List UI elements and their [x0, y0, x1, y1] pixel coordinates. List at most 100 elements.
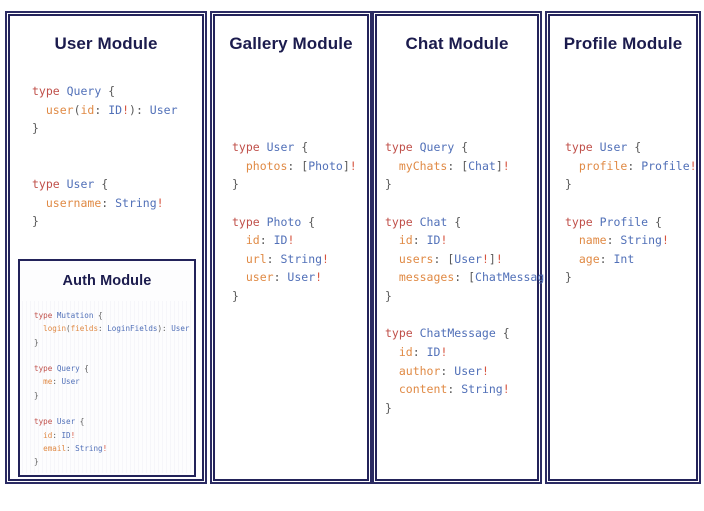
code-token: type: [385, 140, 420, 154]
code-token: [385, 233, 399, 247]
code-line: type Query {: [32, 82, 178, 101]
code-line: author: User!: [385, 362, 565, 381]
code-token: }: [565, 270, 572, 285]
code-line: [34, 349, 190, 362]
code-line: id: ID!: [34, 429, 190, 442]
code-token: :: [259, 233, 274, 248]
code-line: type Query {: [34, 362, 190, 375]
code-token: type: [34, 364, 57, 374]
code-token: id: [43, 430, 53, 440]
code-token: Chat: [468, 158, 496, 173]
code-token: ID: [61, 430, 71, 440]
code-line: }: [32, 119, 178, 138]
code-line: name: String!: [565, 231, 697, 250]
code-token: age: [578, 251, 600, 266]
code-token: login: [43, 324, 67, 334]
code-line: type Photo {: [232, 213, 357, 232]
panel-chat-module[interactable]: Chat Module type Query { myChats: [Chat]…: [375, 14, 565, 481]
code-token: [32, 103, 46, 117]
code-block-gallery-module: type User { photos: [Photo]!} type Photo…: [232, 138, 357, 306]
code-token: id: [398, 344, 413, 359]
code-line: id: ID!: [385, 231, 565, 250]
code-token: String: [115, 195, 157, 210]
code-token: !: [440, 233, 448, 248]
code-token: User: [266, 140, 295, 154]
panel-profile-module[interactable]: Profile Module type User { profile: Prof…: [548, 14, 698, 481]
code-token: type: [232, 214, 267, 229]
code-line: [34, 402, 190, 415]
code-token: !: [102, 443, 108, 453]
code-token: User: [56, 417, 76, 427]
code-token: [385, 382, 399, 396]
panel-title-chat-module: Chat Module: [405, 34, 509, 53]
code-token: [232, 233, 246, 247]
code-block-chat-module: type Query { myChats: [Chat]!} type Chat…: [385, 138, 565, 417]
panel-user-module[interactable]: User Module type Query { user(id: ID!): …: [8, 14, 204, 481]
code-token: [34, 324, 43, 333]
code-token: }: [385, 177, 392, 192]
code-token: Chat: [419, 214, 448, 229]
code-line: }: [385, 175, 565, 194]
code-token: email: [43, 443, 67, 453]
code-token: :: [606, 233, 621, 248]
code-token: }: [34, 457, 39, 467]
code-token: !: [122, 102, 130, 117]
code-token: [385, 159, 399, 173]
code-line: }: [232, 287, 357, 306]
code-line: user: User!: [232, 268, 357, 287]
code-token: User: [149, 102, 178, 117]
code-token: :: [627, 158, 642, 173]
code-token: [34, 431, 43, 440]
code-line: myChats: [Chat]!: [385, 157, 565, 176]
code-token: :: [440, 363, 455, 378]
code-token: User: [599, 140, 628, 154]
panel-gallery-module[interactable]: Gallery Module type User { photos: [Phot…: [213, 14, 369, 481]
code-token: {: [94, 177, 109, 192]
code-token: !: [70, 430, 76, 440]
code-token: {: [75, 417, 85, 427]
code-token: messages: [398, 270, 455, 285]
code-token: {: [93, 311, 103, 320]
code-token: String: [280, 251, 323, 266]
code-token: :: [273, 270, 288, 285]
code-token: ):: [129, 102, 150, 117]
code-token: profile: [578, 158, 628, 173]
code-token: :: [454, 270, 469, 285]
code-token: :: [287, 158, 302, 173]
code-token: !: [502, 158, 510, 173]
code-line: }: [34, 389, 190, 402]
code-token: }: [565, 177, 572, 192]
code-token: me: [43, 377, 53, 387]
code-token: :: [433, 251, 448, 266]
code-token: :: [101, 195, 116, 210]
code-token: User: [454, 363, 482, 378]
code-line: email: String!: [34, 442, 190, 455]
code-line: id: ID!: [232, 231, 357, 250]
panel-auth-module[interactable]: Auth Module type Mutation { login(fields…: [18, 259, 196, 477]
code-line: type Mutation {: [34, 309, 190, 322]
code-token: String: [461, 382, 503, 397]
code-token: :: [52, 377, 62, 387]
panel-title-gallery-module: Gallery Module: [229, 34, 353, 53]
code-token: type: [385, 214, 420, 229]
code-token: :: [599, 251, 614, 266]
code-line: [32, 138, 178, 157]
code-line: url: String!: [232, 250, 357, 269]
code-token: [385, 252, 399, 266]
code-token: [: [461, 158, 469, 173]
code-token: String: [620, 233, 662, 248]
code-line: }: [385, 399, 565, 418]
code-token: ]: [495, 158, 503, 173]
code-token: [385, 270, 399, 284]
code-line: login(fields: LoginFields): User: [34, 322, 189, 335]
code-token: [232, 270, 246, 284]
code-line: username: String!: [32, 194, 178, 213]
code-token: [32, 196, 46, 210]
code-token: String: [75, 443, 103, 453]
code-token: :: [66, 443, 76, 453]
code-token: (: [73, 102, 81, 117]
code-token: [232, 159, 246, 173]
code-line: [385, 306, 565, 325]
code-token: myChats: [398, 158, 448, 173]
code-line: profile: Profile!: [565, 157, 697, 176]
